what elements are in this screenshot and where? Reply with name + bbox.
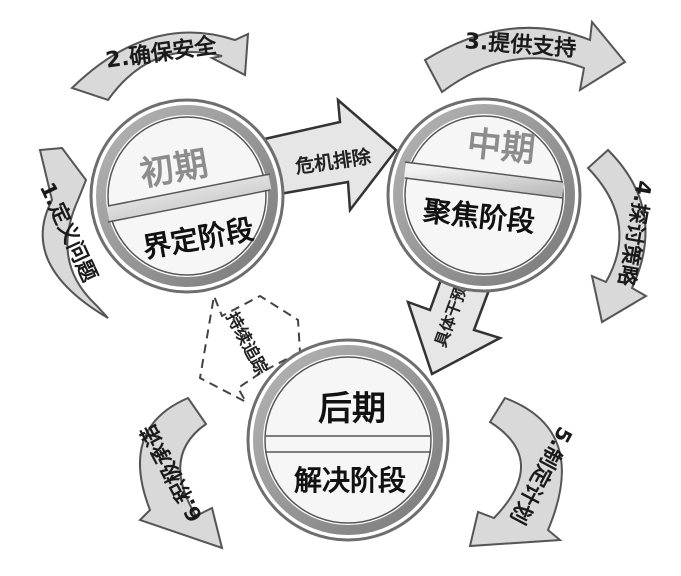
stage-title-middle: 中期 — [465, 124, 537, 171]
stage-title-late: 后期 — [318, 389, 386, 429]
stage-disc-late: 后期 解决阶段 — [246, 338, 450, 542]
step-arc-4: 4.探讨策略 — [586, 148, 656, 324]
step-arc-5: 5.制定计划 — [468, 396, 577, 548]
transition-arrow-middle-late: 具体干预 — [405, 264, 504, 376]
step-arc-3: 3.提供支持 — [423, 19, 627, 94]
stage-disc-early: 初期 界定阶段 — [89, 98, 285, 294]
stage-disc-middle: 中期 聚焦阶段 — [386, 97, 582, 293]
stage-subtitle-late: 解决阶段 — [294, 464, 406, 497]
transition-arrow-late-early: 持续追踪 — [198, 292, 302, 405]
step-arc-2: 2.确保安全 — [70, 31, 250, 102]
step-arc-6: 6.积极承诺 — [136, 396, 224, 550]
